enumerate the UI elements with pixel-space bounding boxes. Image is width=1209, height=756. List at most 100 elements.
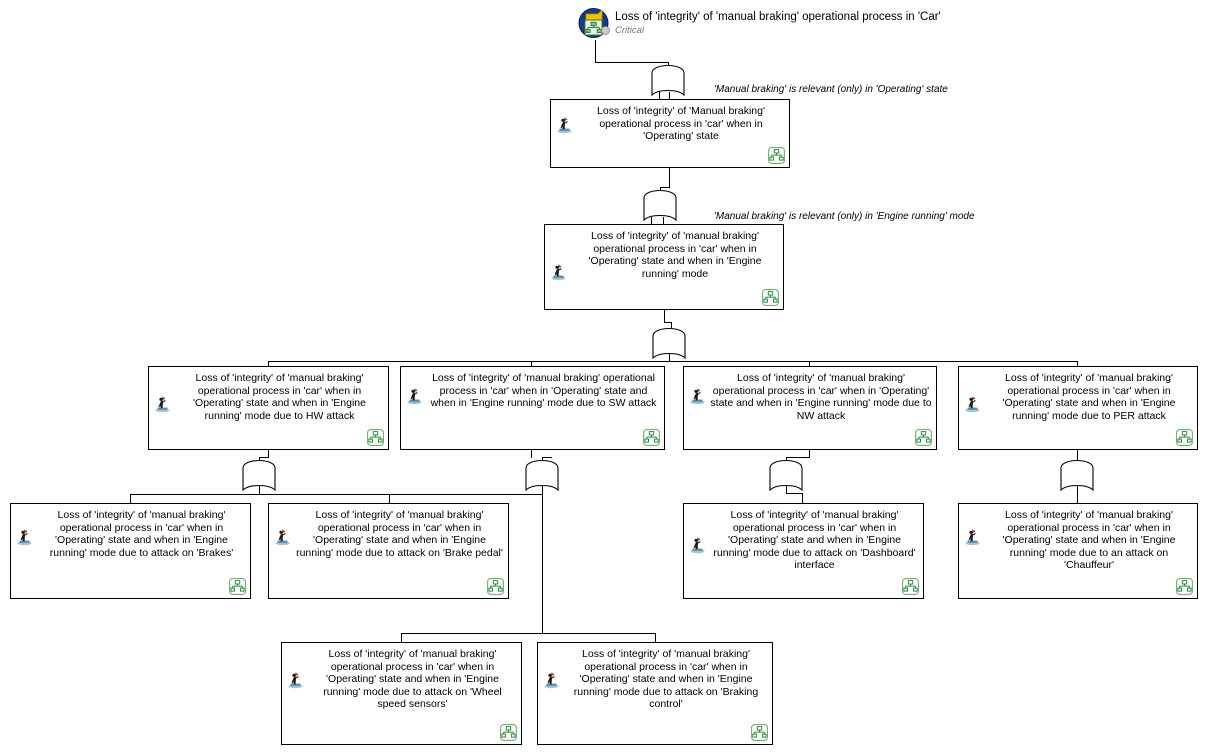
connector-gate1-out-c — [669, 92, 670, 100]
connector-hw-drop-brakes — [130, 494, 131, 503]
node-attack-brake-pedal[interactable]: Loss of 'integrity' of 'manual braking' … — [268, 503, 509, 599]
subtree-badge-icon[interactable] — [1176, 429, 1193, 446]
subtree-badge-icon[interactable] — [902, 578, 919, 595]
root-severity: Critical — [615, 25, 645, 36]
connector-sw-trunk — [542, 494, 543, 634]
connector-hw-drop — [259, 457, 260, 462]
attack-tree-root-icon — [578, 6, 612, 40]
node-label: Loss of 'integrity' of 'manual braking' … — [193, 372, 366, 422]
threat-agent-icon — [964, 393, 982, 413]
node-attack-chauffeur[interactable]: Loss of 'integrity' of 'manual braking' … — [958, 503, 1198, 599]
subtree-badge-icon[interactable] — [1176, 578, 1193, 595]
node-sw-attack[interactable]: Loss of 'integrity' of 'manual braking' … — [400, 366, 665, 450]
or-gate-operating-state[interactable] — [638, 184, 682, 226]
node-label: Loss of 'integrity' of 'manual braking' … — [588, 230, 762, 280]
connector-sw-gate-out — [542, 485, 543, 495]
connector-level3-drop-sw — [531, 361, 532, 366]
connector-sw-stem — [531, 450, 532, 458]
node-label: Loss of 'integrity' of 'Manual braking' … — [597, 105, 765, 143]
node-operating-state[interactable]: Loss of 'integrity' of 'Manual braking' … — [550, 99, 790, 168]
connector-sw-to-brakepedal — [389, 494, 543, 495]
connector-gate3-out — [669, 353, 670, 362]
annotation-engine-running-mode: 'Manual braking' is relevant (only) in '… — [714, 211, 975, 222]
connector-nw-gate-out-b — [786, 493, 803, 494]
connector-hw-jog — [259, 457, 269, 458]
connector-nw-drop — [786, 457, 787, 462]
threat-agent-icon — [406, 385, 424, 405]
node-attack-dashboard-interface[interactable]: Loss of 'integrity' of 'manual braking' … — [683, 503, 924, 599]
connector-nw-gate-out-c — [802, 493, 803, 503]
connector-n1-stem — [669, 168, 670, 187]
node-label: Loss of 'integrity' of 'manual braking' … — [49, 509, 234, 559]
connector-hw-bus — [130, 494, 389, 495]
subtree-badge-icon[interactable] — [751, 724, 768, 741]
annotation-operating-state: 'Manual braking' is relevant (only) in '… — [714, 84, 948, 95]
node-label: Loss of 'integrity' of 'manual braking' … — [430, 372, 657, 410]
connector-level3-bus — [268, 361, 1078, 362]
connector-nw-gate-out-a — [786, 485, 787, 494]
connector-sw-drop-brakingcontrol — [655, 633, 656, 643]
or-gate-root[interactable] — [646, 59, 690, 101]
threat-agent-icon — [16, 526, 34, 546]
connector-sw-drop-wheelspeed — [401, 633, 402, 643]
connector-sw-jog — [542, 457, 552, 458]
node-label: Loss of 'integrity' of 'manual braking' … — [1002, 509, 1176, 572]
node-attack-braking-control[interactable]: Loss of 'integrity' of 'manual braking' … — [537, 642, 773, 745]
threat-agent-icon — [287, 669, 305, 689]
threat-agent-icon — [543, 669, 561, 689]
node-label: Loss of 'integrity' of 'manual braking' … — [296, 509, 503, 559]
threat-agent-icon — [964, 526, 982, 546]
connector-hw-stem — [268, 450, 269, 458]
subtree-badge-icon[interactable] — [643, 429, 660, 446]
root-labels: Loss of 'integrity' of 'manual braking' … — [615, 6, 941, 37]
threat-agent-icon — [550, 261, 568, 281]
threat-agent-icon — [689, 534, 707, 554]
subtree-badge-icon[interactable] — [762, 289, 779, 306]
connector-per-stem — [1077, 450, 1078, 462]
subtree-badge-icon[interactable] — [367, 429, 384, 446]
connector-hw-drop-brakepedal — [389, 494, 390, 503]
threat-agent-icon — [689, 385, 707, 405]
connector-hw-gate-out — [259, 485, 260, 495]
connector-level3-drop-nw — [809, 361, 810, 366]
subtree-badge-icon[interactable] — [768, 147, 785, 164]
connector-level3-drop-per — [1077, 361, 1078, 366]
connector-sw-bus-bottom — [401, 633, 656, 634]
node-per-attack[interactable]: Loss of 'integrity' of 'manual braking' … — [958, 366, 1198, 450]
subtree-badge-icon[interactable] — [487, 578, 504, 595]
connector-n2-jog — [664, 322, 672, 323]
node-label: Loss of 'integrity' of 'manual braking' … — [1002, 372, 1176, 422]
connector-nw-jog — [786, 457, 810, 458]
connector-level3-drop-hw — [268, 361, 269, 366]
connector-n1-drop — [660, 187, 661, 192]
node-label: Loss of 'integrity' of 'manual braking' … — [323, 648, 502, 711]
connector-root-to-gate — [595, 62, 668, 63]
connector-gate2-out-c — [663, 217, 664, 225]
connector-per-gate-out — [1077, 485, 1078, 503]
subtree-badge-icon[interactable] — [915, 429, 932, 446]
node-attack-brakes[interactable]: Loss of 'integrity' of 'manual braking' … — [10, 503, 251, 599]
threat-agent-icon — [154, 393, 172, 413]
connector-gate1-out-a — [659, 92, 660, 100]
subtree-badge-icon[interactable] — [229, 578, 246, 595]
node-hw-attack[interactable]: Loss of 'integrity' of 'manual braking' … — [148, 366, 389, 450]
root-node[interactable]: Loss of 'integrity' of 'manual braking' … — [578, 6, 941, 40]
connector-gate2-out-a — [651, 217, 652, 225]
node-label: Loss of 'integrity' of 'manual braking' … — [573, 648, 759, 711]
node-attack-wheel-speed-sensors[interactable]: Loss of 'integrity' of 'manual braking' … — [281, 642, 522, 745]
connector-n2-drop — [671, 322, 672, 328]
connector-nw-stem — [809, 450, 810, 458]
connector-root-stem — [595, 40, 596, 62]
node-label: Loss of 'integrity' of 'manual braking' … — [710, 372, 932, 422]
subtree-badge-icon[interactable] — [500, 724, 517, 741]
connector-n1-jog — [660, 187, 670, 188]
node-engine-running-mode[interactable]: Loss of 'integrity' of 'manual braking' … — [544, 224, 784, 310]
threat-agent-icon — [556, 114, 574, 134]
connector-n2-stem — [664, 310, 665, 323]
threat-agent-icon — [274, 526, 292, 546]
connector-root-to-gate-drop — [668, 62, 669, 67]
connector-sw-drop — [542, 457, 543, 462]
node-nw-attack[interactable]: Loss of 'integrity' of 'manual braking' … — [683, 366, 937, 450]
root-title: Loss of 'integrity' of 'manual braking' … — [615, 11, 941, 23]
